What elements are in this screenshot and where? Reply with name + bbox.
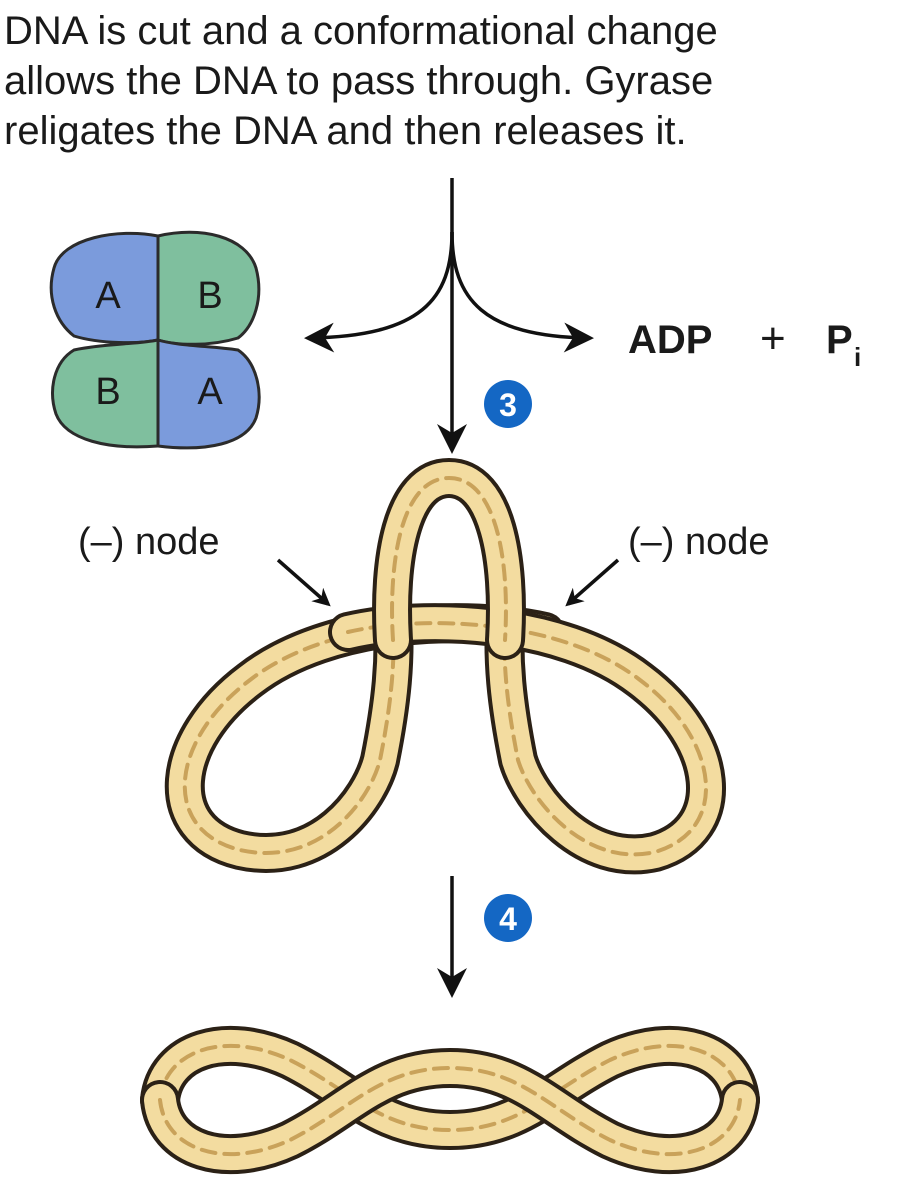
dna-released-supercoil — [140, 1026, 760, 1174]
adp-label: ADP — [628, 318, 712, 362]
step-3-circle — [484, 380, 532, 428]
subunit-label-a-top: A — [95, 275, 121, 317]
subunit-label-b-top: B — [197, 275, 222, 317]
dna-top-loop — [372, 458, 526, 660]
left-node-pointer-arrow-icon — [276, 558, 331, 607]
dna-coil-strand-upper — [140, 1026, 760, 1150]
step-3-badge: 3 — [484, 380, 532, 428]
three-way-split-arrow-icon — [304, 178, 594, 454]
plus-sign: + — [760, 314, 786, 363]
diagram-caption: DNA is cut and a conformational change a… — [4, 6, 902, 156]
subunit-label-a-bottom: A — [197, 371, 223, 413]
reaction-products: ADP + P i — [628, 314, 861, 372]
step-4-circle — [484, 894, 532, 942]
caption-line-2: allows the DNA to pass through. Gyrase — [4, 59, 714, 103]
right-node-label: (–) node — [628, 521, 770, 563]
dna-coil-strand-lower — [140, 1048, 760, 1174]
left-node-label: (–) node — [78, 521, 220, 563]
pi-subscript: i — [854, 342, 861, 372]
dna-three-loop-supercoil — [164, 458, 726, 875]
subunit-label-b-bottom: B — [95, 371, 120, 413]
split-arrow-left-branch — [304, 231, 454, 353]
step-3-number: 3 — [499, 387, 517, 423]
pi-label: P — [826, 318, 853, 362]
gyrase-enzyme: A B B A — [49, 230, 261, 450]
caption-line-1: DNA is cut and a conformational change — [4, 9, 718, 53]
right-node-pointer-arrow-icon — [565, 558, 620, 607]
caption-line-3: religates the DNA and then releases it. — [4, 109, 687, 153]
split-arrow-right-branch — [450, 231, 594, 353]
enzyme-subunit-a-bottom — [156, 337, 261, 450]
enzyme-subunit-b-bottom — [51, 338, 160, 449]
step-4-number: 4 — [499, 901, 517, 937]
step-4-badge: 4 — [484, 894, 532, 942]
